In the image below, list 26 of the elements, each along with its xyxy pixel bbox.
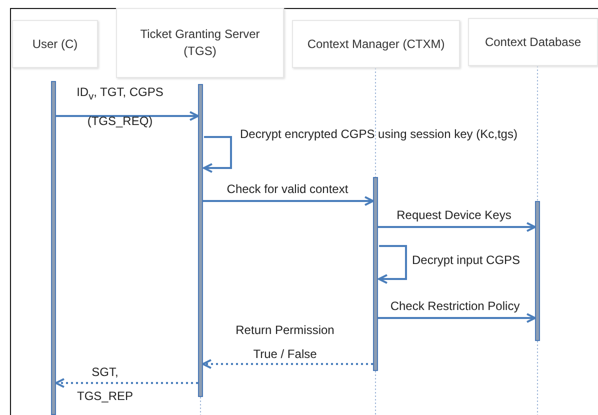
message-arrow: [203, 196, 374, 206]
participant-box: User (C): [12, 20, 98, 68]
participant-box: Context Manager (CTXM): [292, 20, 460, 68]
message-arrow: [378, 222, 536, 232]
message-label: Check for valid context: [226, 181, 350, 198]
message-label: SGT, TGS_REP: [76, 364, 134, 405]
message-arrow: [202, 359, 373, 369]
message-arrow: [55, 378, 198, 388]
message-arrow: [378, 313, 536, 323]
lifeline: [537, 66, 538, 202]
participant-box: Context Database: [468, 18, 598, 66]
activation-bar: [198, 84, 203, 397]
participant-box: Ticket Granting Server (TGS): [116, 8, 284, 78]
message-label: Return Permission True / False: [234, 322, 336, 363]
message-label: Decrypt input CGPS: [412, 252, 522, 269]
message-label: Check Restriction Policy: [389, 298, 521, 315]
message-label: Decrypt encrypted CGPS using session key (Kc,tgs): [240, 126, 518, 143]
message-arrow: [378, 245, 407, 284]
message-label: ID$_{v}$, TGT, CGPS (TGS_REQ): [76, 84, 164, 130]
message-label: Request Device Keys: [396, 207, 512, 224]
activation-bar: [51, 81, 56, 415]
message-arrow: [203, 136, 232, 173]
activation-bar: [535, 201, 540, 341]
message-arrow: [56, 111, 199, 121]
lifeline: [375, 68, 376, 178]
activation-bar: [373, 177, 378, 371]
